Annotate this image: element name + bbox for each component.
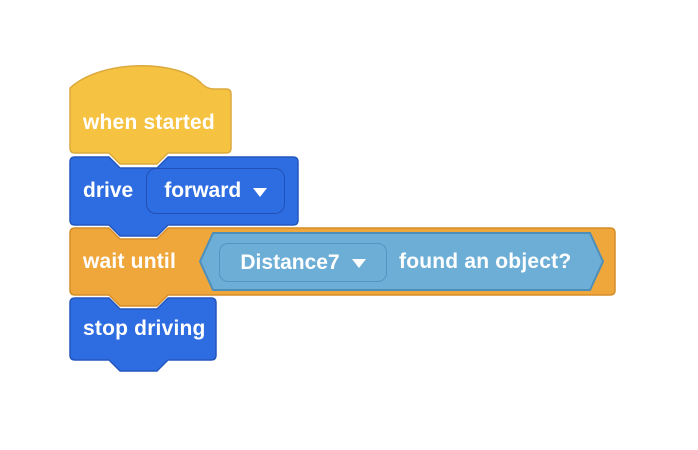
distance-sensor-dropdown[interactable]: Distance7: [219, 243, 387, 282]
drive-direction-value: forward: [164, 179, 242, 202]
distance-sensor-value: Distance7: [240, 250, 340, 274]
drive-row: drive forward: [83, 157, 286, 225]
drive-block[interactable]: [69, 156, 299, 237]
drive-direction-dropdown[interactable]: forward: [146, 168, 286, 214]
dropdown-arrow-icon: [253, 187, 268, 197]
when-started-hat-block[interactable]: [69, 65, 232, 165]
found-an-object-boolean-block[interactable]: [199, 232, 604, 291]
stop-driving-block[interactable]: [69, 297, 217, 372]
drive-label: drive: [83, 179, 134, 202]
dropdown-arrow-icon: [351, 259, 366, 268]
